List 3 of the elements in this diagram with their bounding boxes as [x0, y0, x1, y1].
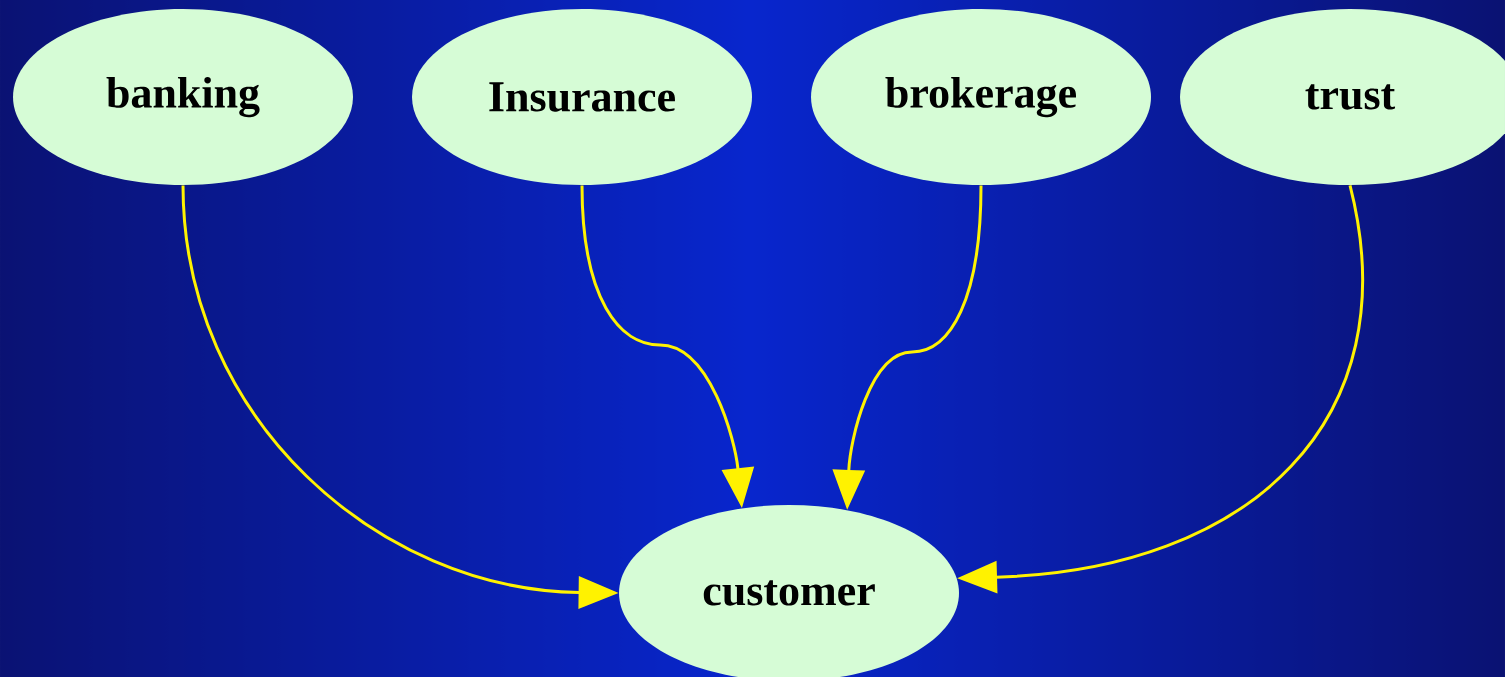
ellipse-node: brokerage	[811, 9, 1151, 185]
ellipse-node: Insurance	[412, 9, 752, 185]
ellipse-node: banking	[13, 9, 353, 185]
